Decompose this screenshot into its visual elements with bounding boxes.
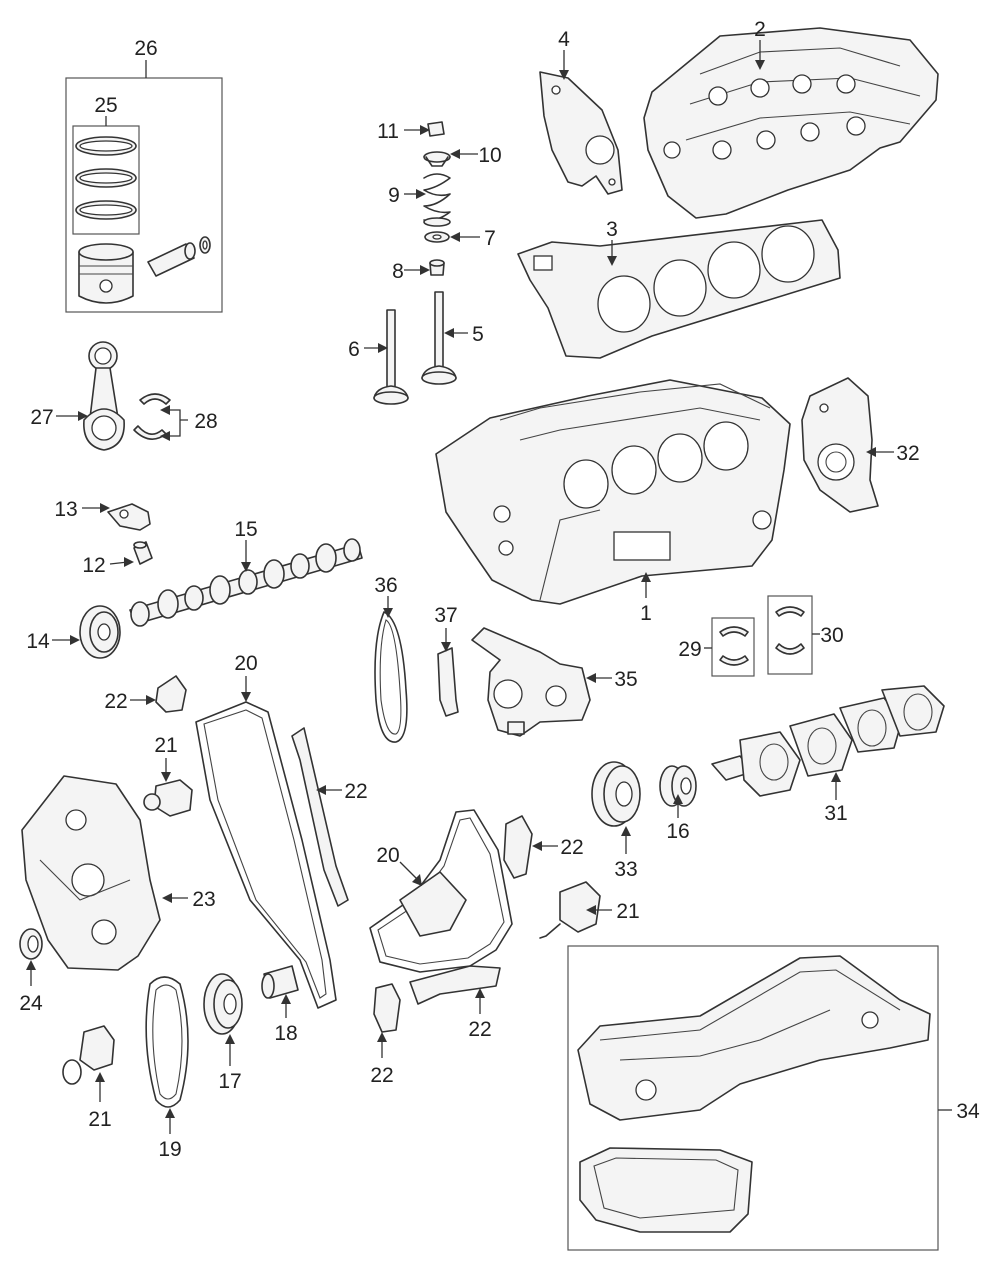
chain-tensioner-rail-long (291, 727, 349, 907)
piston-pin (147, 236, 211, 277)
upper-oil-pan (577, 955, 931, 1121)
head-gasket (517, 219, 841, 359)
chain-rail-lower (409, 965, 501, 1005)
callout-21-lower-left: 21 (88, 1108, 111, 1131)
rear-engine-cover (801, 377, 879, 513)
upper-timing-chain (195, 701, 337, 1009)
intermediate-sprocket (203, 973, 243, 1035)
callout-24: 24 (19, 992, 43, 1015)
callout-13: 13 (54, 498, 77, 521)
camshaft (129, 538, 363, 627)
chain-guide-37 (437, 647, 459, 717)
callout-18: 18 (274, 1022, 297, 1045)
callout-20-right: 20 (376, 844, 399, 867)
exhaust-valve (421, 291, 457, 385)
leader-lines (26, 40, 952, 1134)
callout-23: 23 (192, 888, 215, 911)
hydraulic-lash-adjuster (133, 541, 153, 565)
front-crank-seal (19, 928, 43, 960)
oil-pan-frame (567, 945, 939, 1251)
callout-10: 10 (478, 144, 501, 167)
callout-5: 5 (472, 323, 484, 346)
callout-6: 6 (348, 338, 360, 361)
engine-block (435, 379, 791, 605)
callout-22-guide-right: 22 (560, 836, 583, 859)
callout-35: 35 (614, 668, 637, 691)
callout-29: 29 (678, 638, 701, 661)
drive-chain-36 (374, 611, 408, 743)
main-bearings (775, 606, 805, 655)
callout-37: 37 (434, 604, 457, 627)
timing-cover (21, 775, 161, 971)
lower-timing-chain (145, 976, 189, 1108)
callout-28: 28 (194, 410, 217, 433)
chain-tensioner-upper (143, 779, 193, 817)
valve-stem-seal (429, 259, 445, 276)
rod-bearings (133, 393, 171, 440)
lower-oil-pan (579, 1147, 753, 1233)
callout-8: 8 (392, 260, 404, 283)
callout-30: 30 (820, 624, 843, 647)
chain-bushing (261, 965, 299, 999)
callout-27: 27 (30, 406, 53, 429)
callout-16: 16 (666, 820, 689, 843)
callout-7: 7 (484, 227, 496, 250)
thrust-bearings (719, 626, 749, 666)
callout-33: 33 (614, 858, 637, 881)
callout-22-rail-long: 22 (344, 780, 367, 803)
callout-2: 2 (754, 18, 766, 41)
camshaft-cover-plate (539, 71, 623, 195)
callout-19: 19 (158, 1138, 181, 1161)
callout-22-guide-lower: 22 (370, 1064, 393, 1087)
chain-tensioner-right (539, 881, 601, 939)
valve-washer (424, 231, 450, 243)
valve-keeper (427, 121, 445, 137)
connecting-rod (83, 341, 125, 451)
piston (78, 243, 134, 304)
chain-guide-right-upper (503, 815, 533, 879)
callout-11: 11 (377, 120, 399, 143)
piston-kit-frame (65, 77, 223, 313)
callout-9: 9 (388, 184, 400, 207)
callout-4: 4 (558, 28, 570, 51)
piston-ring-set (75, 136, 137, 220)
chain-guide-lower-small (373, 983, 401, 1033)
crankshaft-sprocket (659, 765, 697, 807)
chain-guide-upper (155, 675, 187, 713)
callout-36: 36 (374, 574, 397, 597)
callout-34: 34 (956, 1100, 980, 1123)
right-timing-chain (369, 809, 513, 973)
callout-31: 31 (824, 802, 847, 825)
camshaft-sprocket (79, 605, 121, 659)
thrust-bearing-frame (711, 617, 755, 677)
chain-tensioner-lower-left (62, 1025, 115, 1085)
callout-20-upper: 20 (234, 652, 257, 675)
valve-spring-retainer (423, 151, 451, 167)
callout-32: 32 (896, 442, 919, 465)
callout-22-guide-upper: 22 (104, 690, 127, 713)
callout-21-right: 21 (616, 900, 639, 923)
callout-15: 15 (234, 518, 257, 541)
callout-26: 26 (134, 37, 157, 60)
intake-valve (373, 309, 409, 405)
callout-12: 12 (82, 554, 105, 577)
crankshaft (711, 685, 945, 797)
rocker-arm (107, 503, 151, 531)
callout-14: 14 (26, 630, 50, 653)
callout-22-rail-lower: 22 (468, 1018, 491, 1041)
callout-numbers: 26 25 4 2 11 10 9 7 3 8 5 6 27 28 32 13 … (19, 18, 980, 1161)
main-bearing-frame (767, 595, 813, 675)
callout-3: 3 (606, 218, 618, 241)
callout-17: 17 (218, 1070, 241, 1093)
cylinder-head (643, 27, 939, 219)
callout-1: 1 (640, 602, 652, 625)
callout-21-upper: 21 (154, 734, 177, 757)
oil-pump (471, 627, 591, 737)
crankshaft-pulley (591, 761, 641, 827)
valve-spring (423, 173, 451, 227)
callout-25: 25 (94, 94, 117, 117)
